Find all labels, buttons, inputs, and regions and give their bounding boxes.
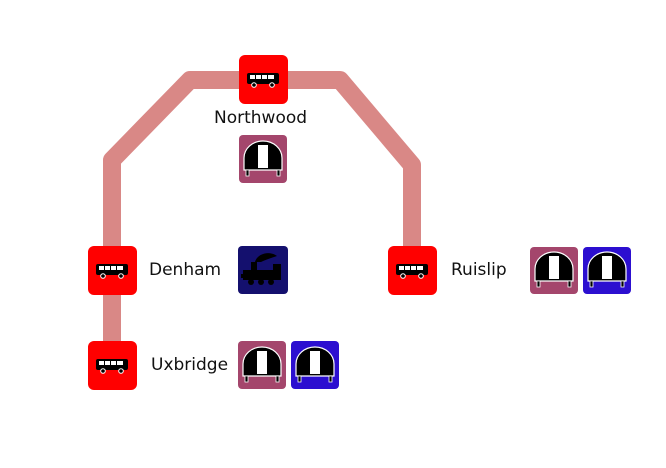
station-label-uxbridge: Uxbridge [151,355,229,375]
uxbridge-tube-connection-2[interactable] [291,341,339,389]
denham-bus-stop[interactable] [88,246,137,295]
northwood-tube-connection[interactable] [239,135,287,183]
ruislip-tube-connection-1[interactable] [530,247,578,294]
northwood-bus-stop[interactable] [239,55,288,104]
ruislip-bus-stop[interactable] [388,246,437,295]
denham-rail-connection[interactable] [238,246,288,294]
uxbridge-bus-stop[interactable] [88,341,137,390]
station-label-ruislip: Ruislip [451,260,507,280]
uxbridge-tube-connection-1[interactable] [238,341,286,389]
station-label-denham: Denham [149,260,222,280]
station-label-northwood: Northwood [214,108,308,128]
ruislip-tube-connection-2[interactable] [583,247,631,294]
